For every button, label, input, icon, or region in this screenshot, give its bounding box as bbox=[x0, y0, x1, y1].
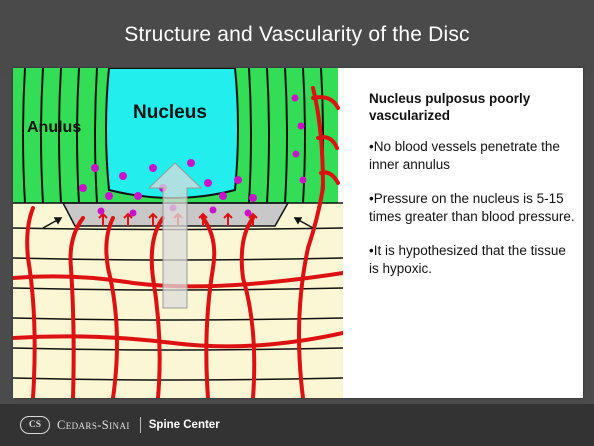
cedars-sinai-logo-icon: CS bbox=[20, 416, 50, 434]
nucleus-label: Nucleus bbox=[133, 102, 207, 123]
department-name: Spine Center bbox=[149, 419, 220, 431]
footer-bar: CS Cedars-Sinai Spine Center bbox=[0, 404, 594, 446]
disc-illustration: Anulus Nucleus bbox=[13, 68, 343, 398]
footer-divider bbox=[140, 417, 141, 433]
anulus-label: Anulus bbox=[27, 119, 81, 136]
bullet-3: •It is hypothesized that the tissue is h… bbox=[369, 242, 579, 278]
bullet-2: •Pressure on the nucleus is 5-15 times g… bbox=[369, 190, 579, 226]
slide-title: Structure and Vascularity of the Disc bbox=[124, 23, 470, 47]
text-column: Nucleus pulposus poorly vascularized •No… bbox=[369, 90, 579, 294]
organization-name: Cedars-Sinai bbox=[57, 418, 130, 433]
bullet-1: •No blood vessels penetrate the inner an… bbox=[369, 138, 579, 174]
title-bar: Structure and Vascularity of the Disc bbox=[0, 0, 594, 74]
slide-content: Anulus Nucleus Nucleus pulposus poorly v… bbox=[13, 68, 583, 398]
content-heading: Nucleus pulposus poorly vascularized bbox=[369, 90, 579, 124]
